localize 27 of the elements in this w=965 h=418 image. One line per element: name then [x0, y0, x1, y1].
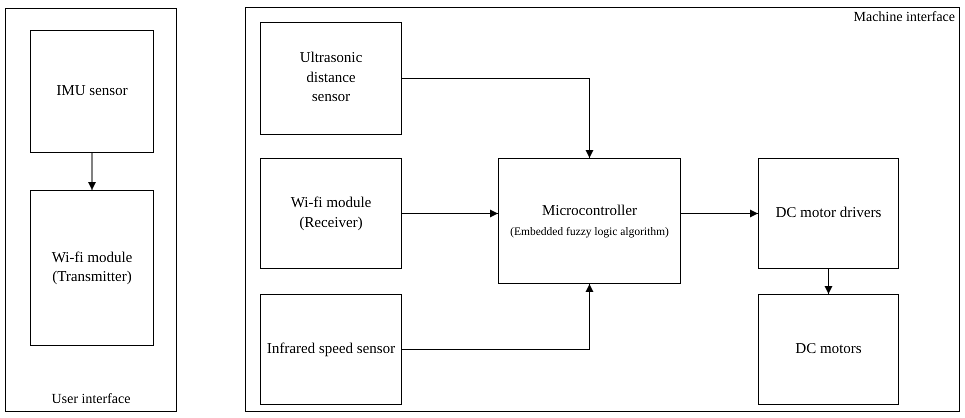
process-box: [260, 294, 402, 405]
group-title: User interface: [52, 392, 130, 408]
process-box: [260, 158, 402, 269]
arrow: [824, 268, 832, 294]
arrow: [402, 210, 498, 218]
box-label: Wi-fi module (Receiver): [290, 194, 372, 232]
group-frame: [245, 7, 960, 412]
process-box: [498, 158, 681, 284]
box-label: DC motors: [795, 340, 862, 359]
process-box: [260, 22, 402, 135]
arrow: [402, 284, 594, 350]
group-title: Machine interface: [854, 10, 955, 26]
box-subtitle: (Embedded fuzzy logic algorithm): [510, 225, 669, 240]
box-label: DC motor drivers: [776, 204, 882, 223]
process-box: [758, 294, 899, 405]
arrow: [88, 152, 96, 190]
arrow: [680, 210, 758, 218]
process-box: [758, 158, 899, 269]
process-box: [30, 190, 154, 346]
box-label: Ultrasonic distance sensor: [298, 49, 364, 108]
box-label: IMU sensor: [56, 82, 128, 101]
arrow: [402, 78, 594, 158]
box-label: Microcontroller: [542, 202, 637, 221]
box-label: Infrared speed sensor: [266, 340, 396, 359]
box-label: Wi-fi module (Transmitter): [50, 248, 134, 287]
process-box: [30, 30, 154, 153]
group-frame: [5, 8, 177, 412]
